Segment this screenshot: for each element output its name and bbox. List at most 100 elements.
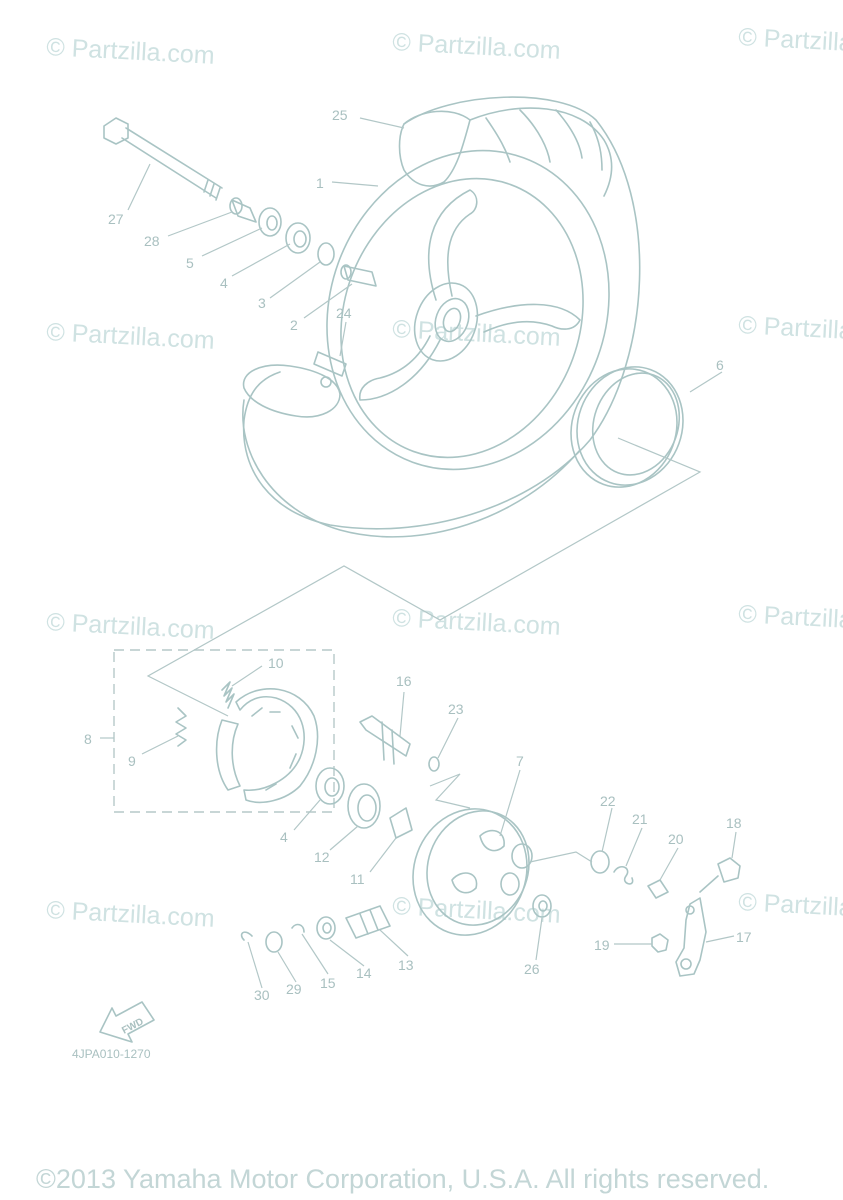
leader-line bbox=[359, 117, 405, 129]
o-ring bbox=[428, 756, 440, 772]
callout-number: 10 bbox=[268, 655, 284, 671]
washer-hole bbox=[322, 922, 332, 934]
collar bbox=[231, 199, 257, 223]
callout-layer: 25 1 27 28 5 4 3 2 24 6 10 8 9 16 23 7 4… bbox=[84, 107, 752, 1003]
collar-end bbox=[229, 197, 243, 215]
circlip bbox=[317, 242, 335, 266]
leader-line bbox=[689, 371, 723, 393]
fwd-label: FWD bbox=[120, 1016, 145, 1036]
spacer bbox=[343, 265, 377, 287]
reference-line bbox=[429, 773, 471, 809]
rim-band-outer bbox=[576, 366, 684, 486]
callout-number: 11 bbox=[350, 871, 365, 887]
callout-number: 24 bbox=[336, 305, 352, 321]
tire-sidewall bbox=[242, 399, 581, 538]
callout-number: 17 bbox=[736, 929, 752, 945]
tire-tread-band bbox=[469, 107, 613, 197]
brake-camshaft-shaft bbox=[381, 721, 395, 765]
tire-tread-groove bbox=[555, 109, 583, 159]
callout-number: 8 bbox=[84, 731, 92, 747]
callout-number: 13 bbox=[398, 957, 414, 973]
axle-parts bbox=[103, 117, 377, 287]
callout-number: 26 bbox=[524, 961, 540, 977]
air-valve-nut bbox=[320, 376, 332, 388]
leader-line bbox=[437, 717, 459, 759]
leader-line bbox=[277, 951, 297, 983]
callout-number: 9 bbox=[128, 753, 136, 769]
callout-number: 30 bbox=[254, 987, 270, 1003]
brake-spring bbox=[175, 707, 187, 747]
callout-number: 2 bbox=[290, 317, 298, 333]
rim-band bbox=[570, 366, 684, 488]
oil-seal-inner bbox=[266, 215, 278, 231]
callout-number: 1 bbox=[316, 175, 324, 191]
callout-number: 27 bbox=[108, 211, 124, 227]
leader-line bbox=[705, 935, 735, 943]
brake-shoe-plate-rim bbox=[426, 810, 530, 926]
washer bbox=[532, 894, 552, 918]
leader-line bbox=[269, 261, 321, 299]
tire-outline bbox=[242, 96, 641, 530]
bearing bbox=[315, 767, 345, 805]
axle-thread bbox=[203, 179, 221, 201]
leader-lines bbox=[100, 117, 737, 989]
leader-line bbox=[659, 847, 679, 881]
callout-number: 12 bbox=[314, 849, 330, 865]
wear-indicator bbox=[647, 879, 669, 899]
brake-bushing bbox=[345, 905, 391, 939]
reference-line bbox=[146, 437, 702, 717]
watermark: © Partzilla.com bbox=[46, 608, 216, 645]
callout-number: 20 bbox=[668, 831, 684, 847]
bearing bbox=[285, 222, 311, 254]
leader-line bbox=[601, 807, 613, 853]
callout-number: 21 bbox=[632, 811, 648, 827]
leader-line bbox=[339, 321, 347, 357]
clip bbox=[291, 923, 305, 933]
collar bbox=[389, 807, 413, 839]
reference-line bbox=[529, 851, 593, 863]
wheel-hub-bore bbox=[434, 297, 470, 343]
copyright-notice: ©2013 Yamaha Motor Corporation, U.S.A. A… bbox=[36, 1164, 769, 1194]
fwd-arrow-icon: FWD bbox=[99, 1001, 155, 1043]
leader-line bbox=[329, 825, 359, 851]
tire-tread-groove bbox=[519, 109, 551, 163]
watermark: © Partzilla.com bbox=[738, 600, 843, 637]
oil-seal bbox=[347, 783, 381, 829]
rim-band-edge bbox=[570, 368, 678, 488]
wheel-spoke bbox=[475, 303, 581, 333]
callout-number: 6 bbox=[716, 357, 724, 373]
rim-inner bbox=[340, 177, 584, 459]
brake-group bbox=[113, 649, 741, 977]
leader-line bbox=[301, 933, 329, 975]
wheel-spoke bbox=[358, 335, 441, 401]
bearing-inner bbox=[293, 230, 307, 248]
axle-bolt-head bbox=[103, 117, 129, 145]
watermark-layer: © Partzilla.com © Partzilla.com © Partzi… bbox=[46, 23, 843, 933]
callout-number: 5 bbox=[186, 255, 194, 271]
callout-number: 4 bbox=[220, 275, 228, 291]
plate-boss bbox=[479, 829, 505, 852]
spacer-end bbox=[340, 264, 352, 280]
leader-line bbox=[379, 929, 409, 957]
leader-line bbox=[231, 243, 291, 277]
leader-line bbox=[127, 163, 151, 211]
watermark: © Partzilla.com bbox=[46, 33, 216, 70]
brake-shoe bbox=[235, 688, 319, 804]
axle-shaft bbox=[121, 127, 223, 199]
callout-number: 18 bbox=[726, 815, 742, 831]
wheel-hub-bore bbox=[442, 307, 462, 333]
brake-shoe bbox=[215, 719, 241, 791]
callout-number: 22 bbox=[600, 793, 616, 809]
plate-boss bbox=[451, 872, 478, 894]
drawing-code: 4JPA010-1270 bbox=[72, 1047, 151, 1061]
leader-line bbox=[201, 227, 263, 257]
leader-line bbox=[303, 283, 353, 319]
callout-number: 25 bbox=[332, 107, 348, 123]
reference-lines bbox=[146, 437, 702, 863]
air-valve bbox=[313, 351, 347, 377]
watermark: © Partzilla.com bbox=[738, 311, 843, 348]
brake-spring bbox=[221, 681, 235, 709]
brake-shoe-lining bbox=[251, 707, 299, 791]
brake-camshaft bbox=[359, 715, 411, 757]
leader-line bbox=[167, 211, 233, 237]
